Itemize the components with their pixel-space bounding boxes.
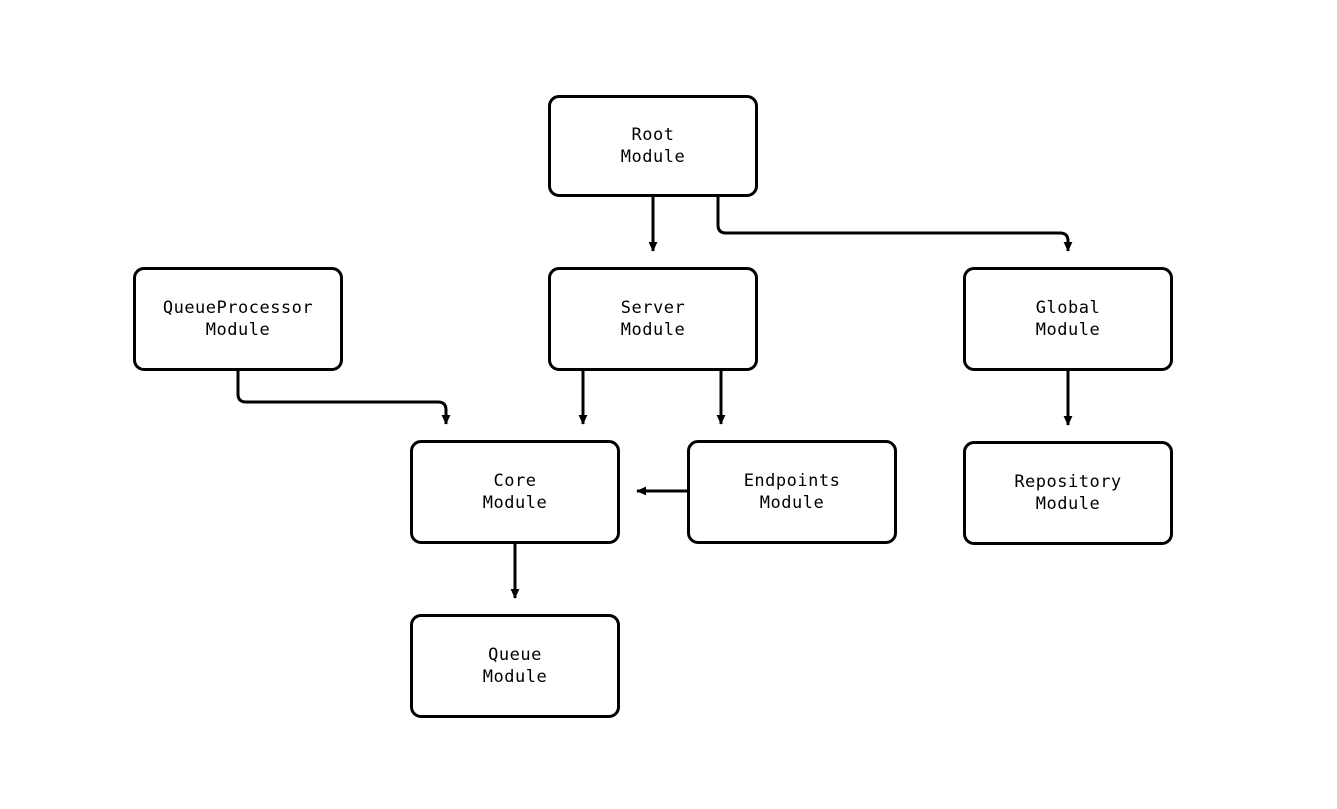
node-queue-module-line2: Module: [482, 667, 548, 687]
node-core-module-line2: Module: [482, 493, 548, 513]
node-global-module[interactable]: Global Module: [963, 267, 1173, 371]
node-queueprocessor-module[interactable]: QueueProcessor Module: [133, 267, 343, 371]
node-endpoints-module[interactable]: Endpoints Module: [687, 440, 897, 544]
node-repository-module[interactable]: Repository Module: [963, 441, 1173, 545]
node-root-module[interactable]: Root Module: [548, 95, 758, 197]
node-server-module-line2: Module: [620, 320, 686, 340]
node-root-module-line1: Root: [631, 125, 675, 145]
node-global-module-line2: Module: [1035, 320, 1101, 340]
edge-root-to-global: [716, 197, 1073, 252]
node-server-module[interactable]: Server Module: [548, 267, 758, 371]
edge-queueprocessor-to-core: [236, 371, 451, 425]
node-queue-module[interactable]: Queue Module: [410, 614, 620, 718]
node-endpoints-module-line2: Module: [759, 493, 825, 513]
node-repository-module-line1: Repository: [1014, 472, 1122, 492]
node-queueprocessor-module-line2: Module: [205, 320, 271, 340]
node-core-module-line1: Core: [493, 471, 537, 491]
node-repository-module-line2: Module: [1035, 494, 1101, 514]
node-endpoints-module-line1: Endpoints: [743, 471, 841, 491]
node-core-module[interactable]: Core Module: [410, 440, 620, 544]
node-root-module-line2: Module: [620, 147, 686, 167]
node-queue-module-line1: Queue: [488, 645, 542, 665]
node-global-module-line1: Global: [1035, 298, 1101, 318]
node-server-module-line1: Server: [620, 298, 686, 318]
node-queueprocessor-module-line1: QueueProcessor: [162, 298, 314, 318]
